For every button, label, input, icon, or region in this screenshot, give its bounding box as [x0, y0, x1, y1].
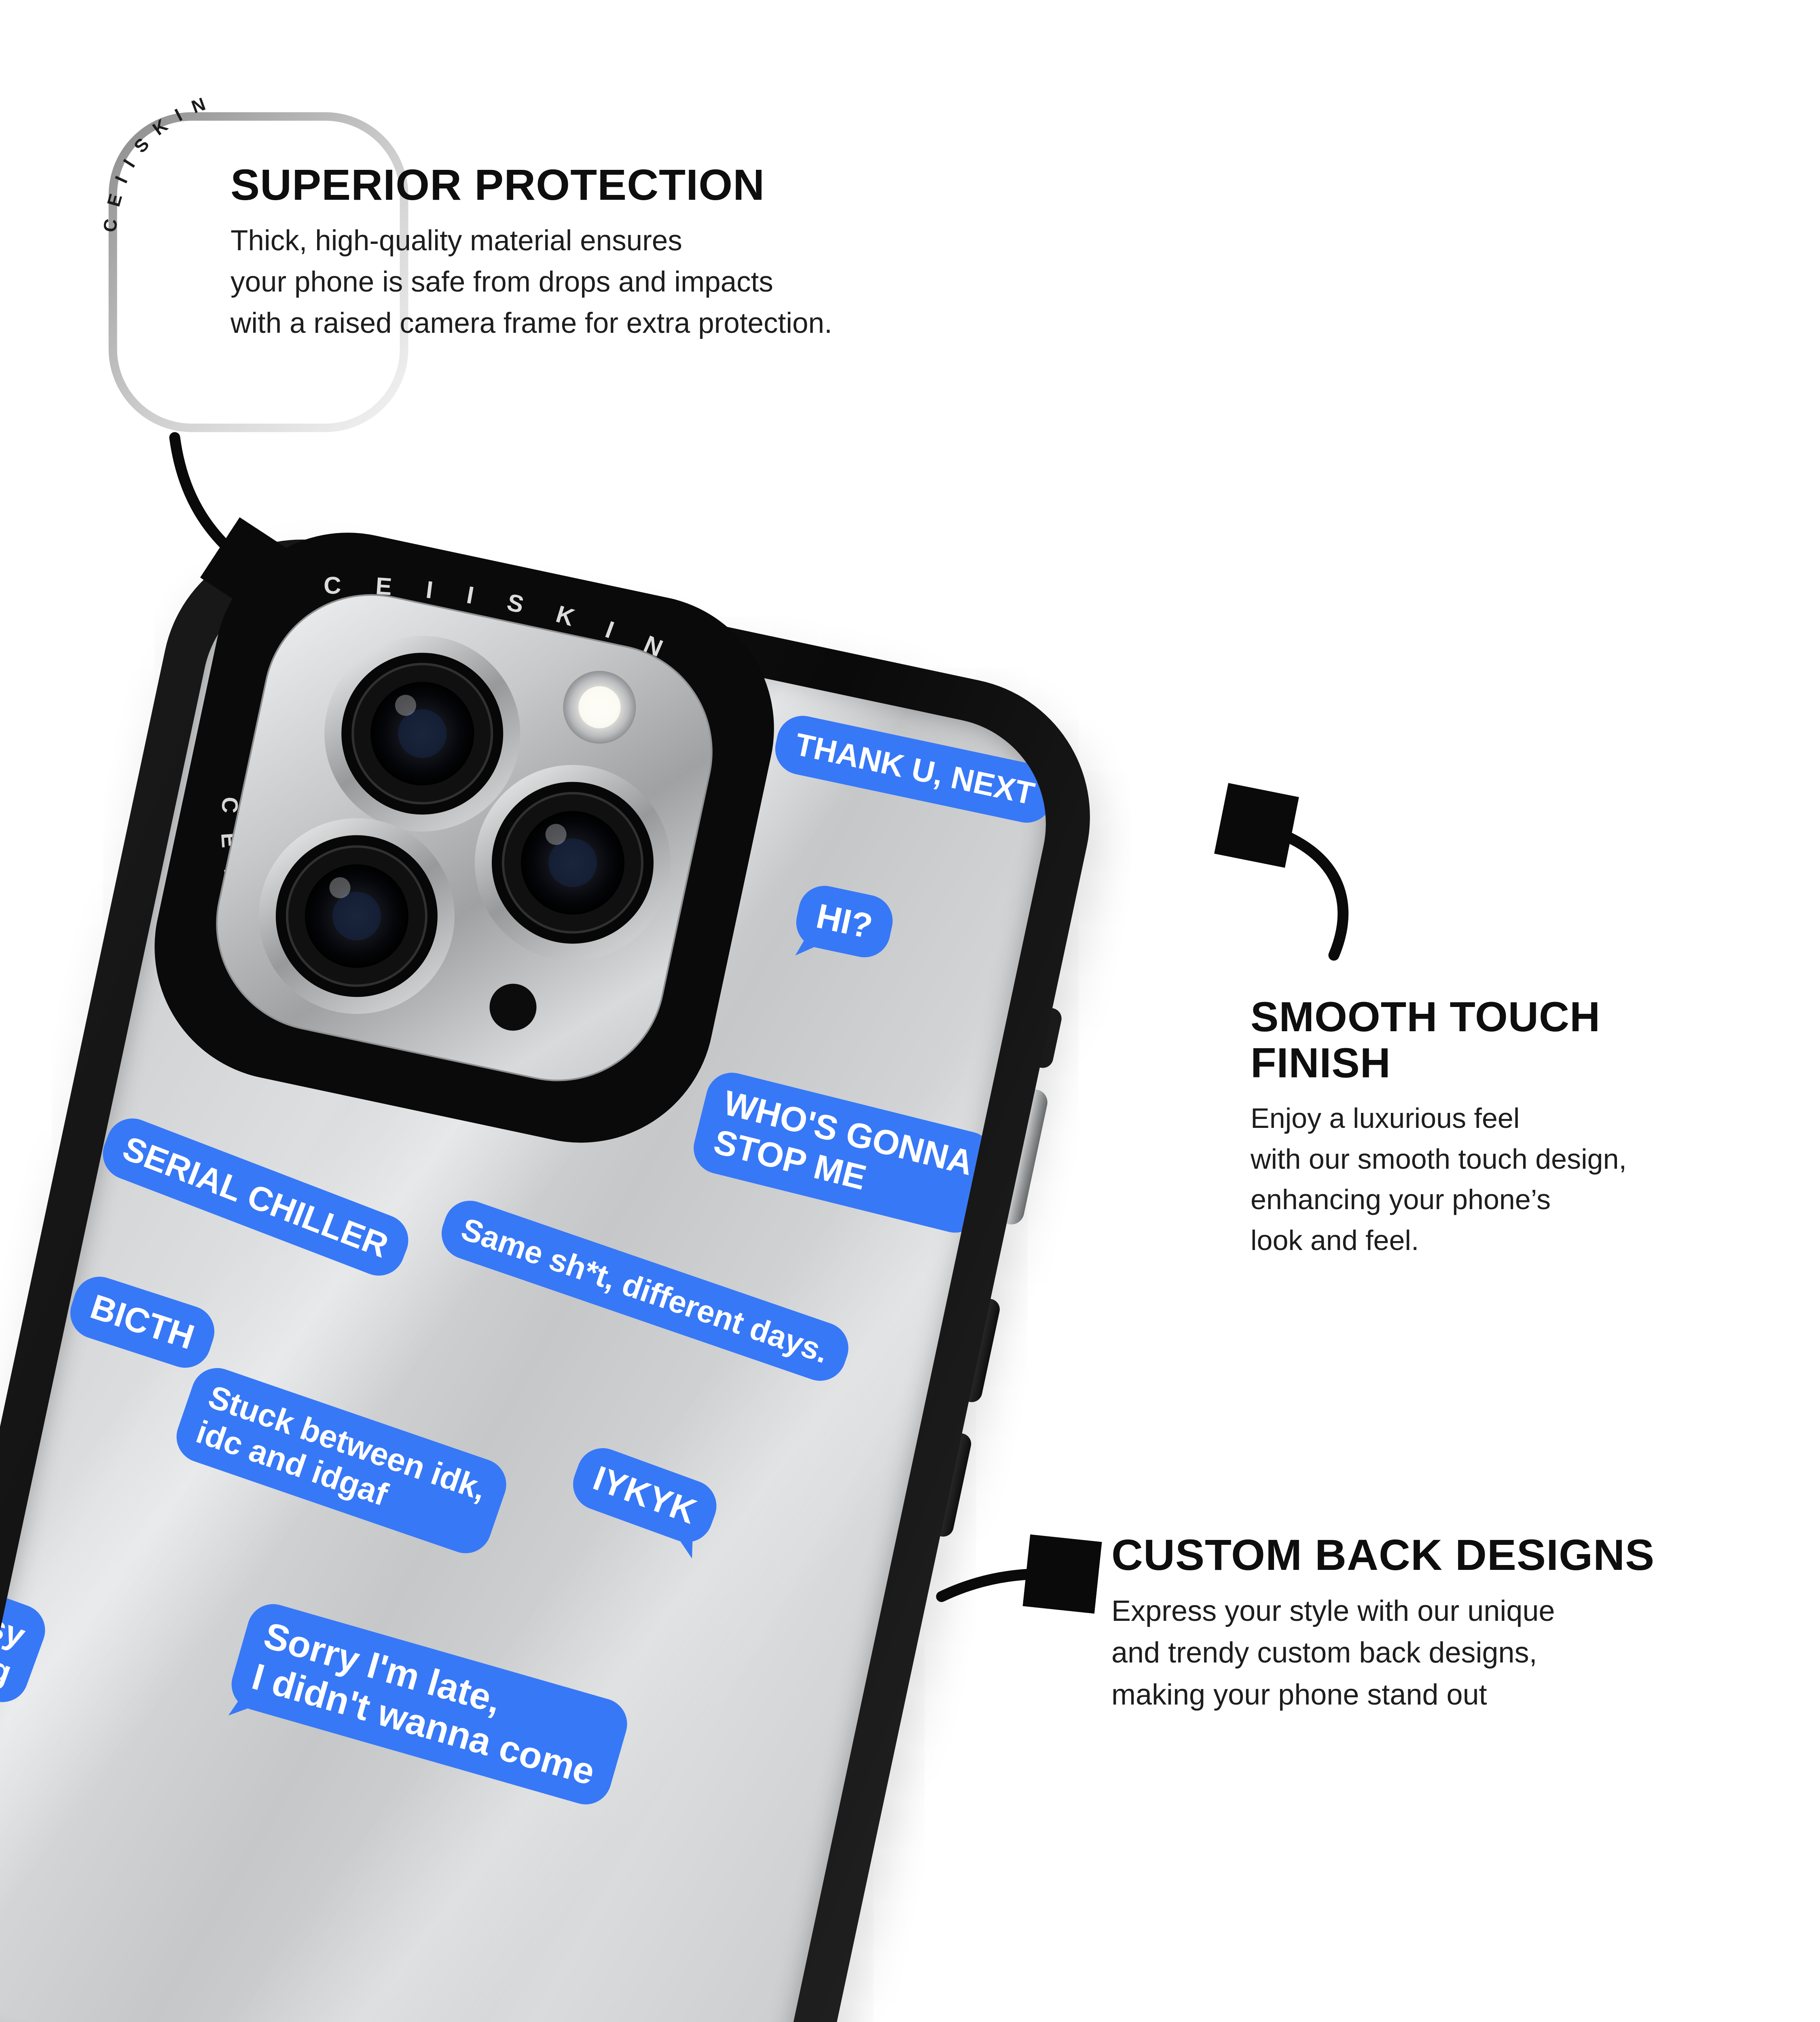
custom-body: Express your style with our unique and t… [1111, 1591, 1655, 1716]
camera-frame-outline [108, 112, 408, 432]
custom-title: CUSTOM BACK DESIGNS [1111, 1530, 1655, 1579]
protection-title: SUPERIOR PROTECTION [231, 160, 765, 209]
touch-line: look and feel. [1251, 1225, 1419, 1256]
touch-line: enhancing your phone’s [1251, 1184, 1551, 1216]
product-infographic: CEIISKIN SUPERIOR PROTECTION Thick, high… [0, 0, 1820, 1820]
callout-superior-protection: SUPERIOR PROTECTION Thick, high-quality … [231, 161, 832, 345]
protection-body: Thick, high-quality material ensures you… [231, 220, 832, 345]
camera-lens [474, 765, 671, 961]
camera-module: CEIISKIN CEIISKIN [130, 508, 799, 1168]
arrow-to-phone-side-icon [1242, 823, 1349, 961]
chat-bubble: IYKYK [566, 1440, 724, 1550]
chat-bubble: Same sh*t, different days. [434, 1193, 855, 1388]
phone-case-product: THANK U, NEXT HI? WHO'S GONNA STOP ME SE… [0, 514, 1116, 2022]
touch-body: Enjoy a luxurious feel with our smooth t… [1251, 1098, 1627, 1261]
chat-bubble: I'm busy thing [0, 1555, 53, 1710]
chat-bubble: Stuck between idk, idc and idgaf [169, 1361, 514, 1561]
chat-bubble: THANK U, NEXT [770, 711, 1059, 827]
touch-line: Enjoy a luxurious feel [1251, 1102, 1520, 1134]
touch-title: SMOOTH TOUCH FINISH [1251, 994, 1601, 1087]
custom-line: and trendy custom back designs, [1111, 1637, 1537, 1669]
phone-case-body: THANK U, NEXT HI? WHO'S GONNA STOP ME SE… [0, 514, 1116, 2022]
protection-line: Thick, high-quality material ensures [231, 224, 682, 257]
camera-frame-illustration: CEIISKIN [77, 73, 441, 457]
chat-bubble: BICTH [63, 1270, 221, 1375]
callout-smooth-touch: SMOOTH TOUCH FINISH Enjoy a luxurious fe… [1251, 994, 1627, 1261]
custom-line: making your phone stand out [1111, 1679, 1487, 1711]
chat-bubble: SERIAL CHILLER [95, 1111, 416, 1283]
custom-line: Express your style with our unique [1111, 1595, 1555, 1627]
camera-flash-icon [563, 670, 636, 744]
callout-custom-back-designs: CUSTOM BACK DESIGNS Express your style w… [1111, 1531, 1655, 1716]
camera-lens [258, 818, 455, 1014]
touch-line: with our smooth touch design, [1251, 1143, 1627, 1175]
protection-line: with a raised camera frame for extra pro… [231, 307, 832, 340]
arrow-to-custom-designs-icon [936, 1574, 1077, 1597]
chat-bubble: Sorry I'm late, I didn't wanna come [225, 1598, 633, 1810]
protection-line: your phone is safe from drops and impact… [231, 266, 773, 298]
chat-bubble: HI? [791, 881, 897, 962]
camera-lens [324, 636, 521, 832]
camera-mic-dot [489, 984, 537, 1031]
chat-bubble: WHO'S GONNA STOP ME [688, 1067, 999, 1238]
